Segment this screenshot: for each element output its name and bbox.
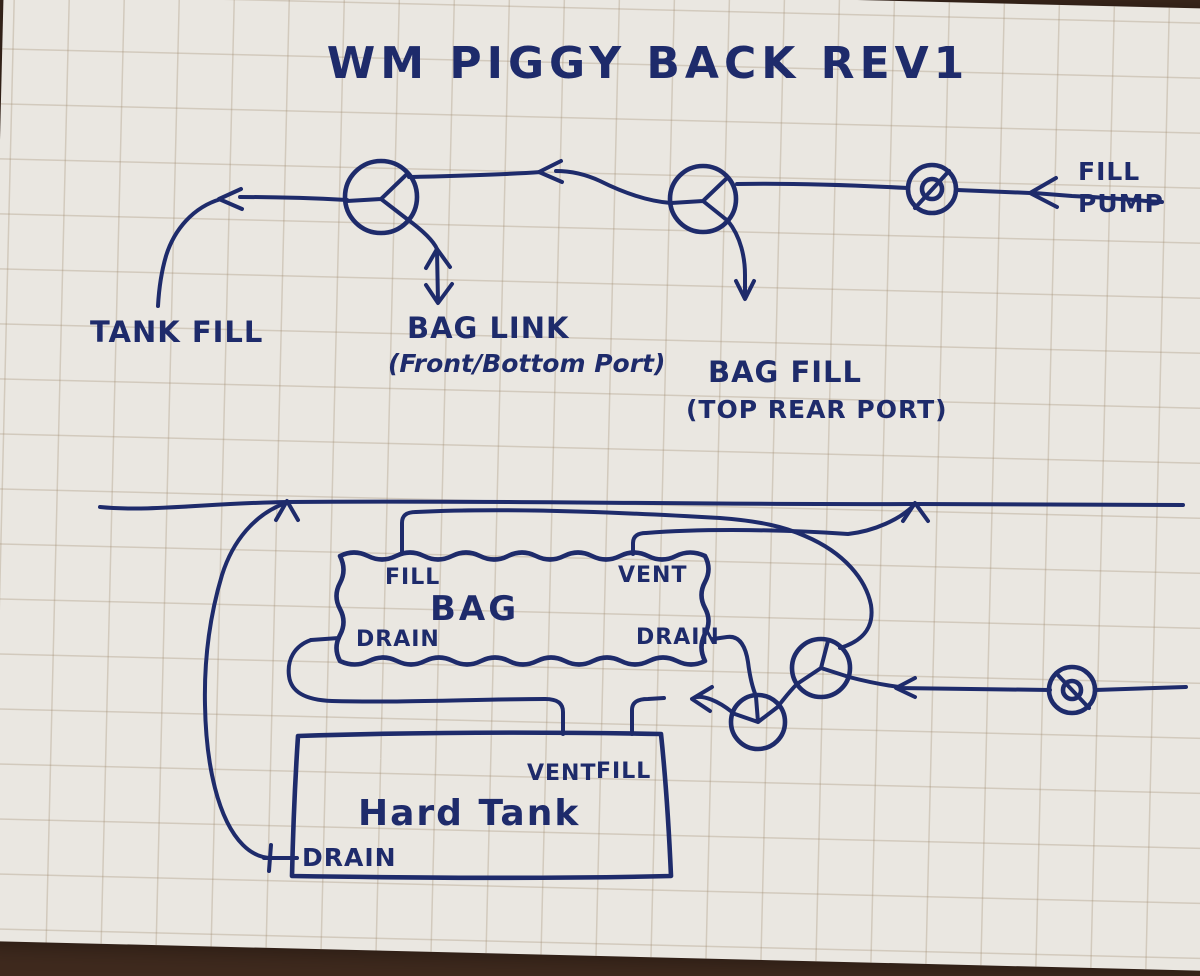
bag-drain-left-line: [286, 636, 565, 736]
bag-vent-line: [631, 504, 915, 556]
bag-link-double-arrow: [405, 217, 454, 305]
three-way-valve-upper-icon: [789, 636, 853, 700]
three-way-valve-lower-icon: [728, 692, 788, 752]
flow-arrow-down-icon: [424, 282, 454, 305]
bag-name-label: BAG: [430, 589, 519, 629]
fill-pump-label-line1: FILL: [1078, 157, 1140, 186]
top-flow-line: [156, 158, 1164, 308]
ball-valve-bottom-icon: [1046, 664, 1098, 716]
ball-valve-top-icon: [905, 162, 959, 216]
bag-outline: [334, 550, 711, 667]
bag-vent-port-label: VENT: [618, 563, 687, 588]
bag-fill-drop-line: [726, 219, 747, 297]
flow-arrow-up-icon: [274, 499, 300, 522]
fill-pump-label-line2: PUMP: [1078, 189, 1164, 218]
tank-drain-line: [262, 843, 299, 873]
bag-fill-port-label: FILL: [385, 565, 440, 590]
bag-drain-right-label: DRAIN: [636, 625, 720, 650]
bag-drain-right-line: [711, 634, 758, 698]
three-way-valve-bag-fill-icon: [667, 163, 739, 235]
tank-vent-port-label: VENT: [527, 761, 596, 786]
main-manifold-line: [98, 499, 1185, 860]
tank-fill-port-label: FILL: [596, 759, 651, 784]
bottom-supply-line: [847, 664, 1188, 716]
tank-fill-feed-line: [630, 685, 734, 736]
bag-link-sublabel: (Front/Bottom Port): [388, 349, 665, 378]
flow-arrow-down-icon: [734, 279, 756, 301]
bag-fill-label: BAG FILL: [708, 355, 862, 389]
bag-link-label: BAG LINK: [407, 311, 570, 345]
tank-name-label: Hard Tank: [358, 793, 580, 834]
tank-drain-return-line: [202, 502, 285, 860]
bag-drain-left-label: DRAIN: [356, 627, 440, 652]
tank-fill-label: TANK FILL: [90, 315, 263, 349]
flow-arrow-left-icon: [690, 685, 714, 713]
bag-fill-line: [400, 508, 874, 650]
bag-fill-sublabel: (TOP REAR PORT): [686, 395, 948, 424]
hard-tank-outline: [289, 730, 674, 881]
flow-arrow-up-icon: [901, 501, 930, 523]
valve-link-line: [777, 682, 799, 707]
tank-fill-line: [156, 197, 223, 308]
tank-drain-label: DRAIN: [302, 843, 397, 872]
three-way-valve-bag-link-icon: [342, 158, 420, 236]
diagram-title: WM PIGGY BACK REV1: [327, 38, 970, 89]
